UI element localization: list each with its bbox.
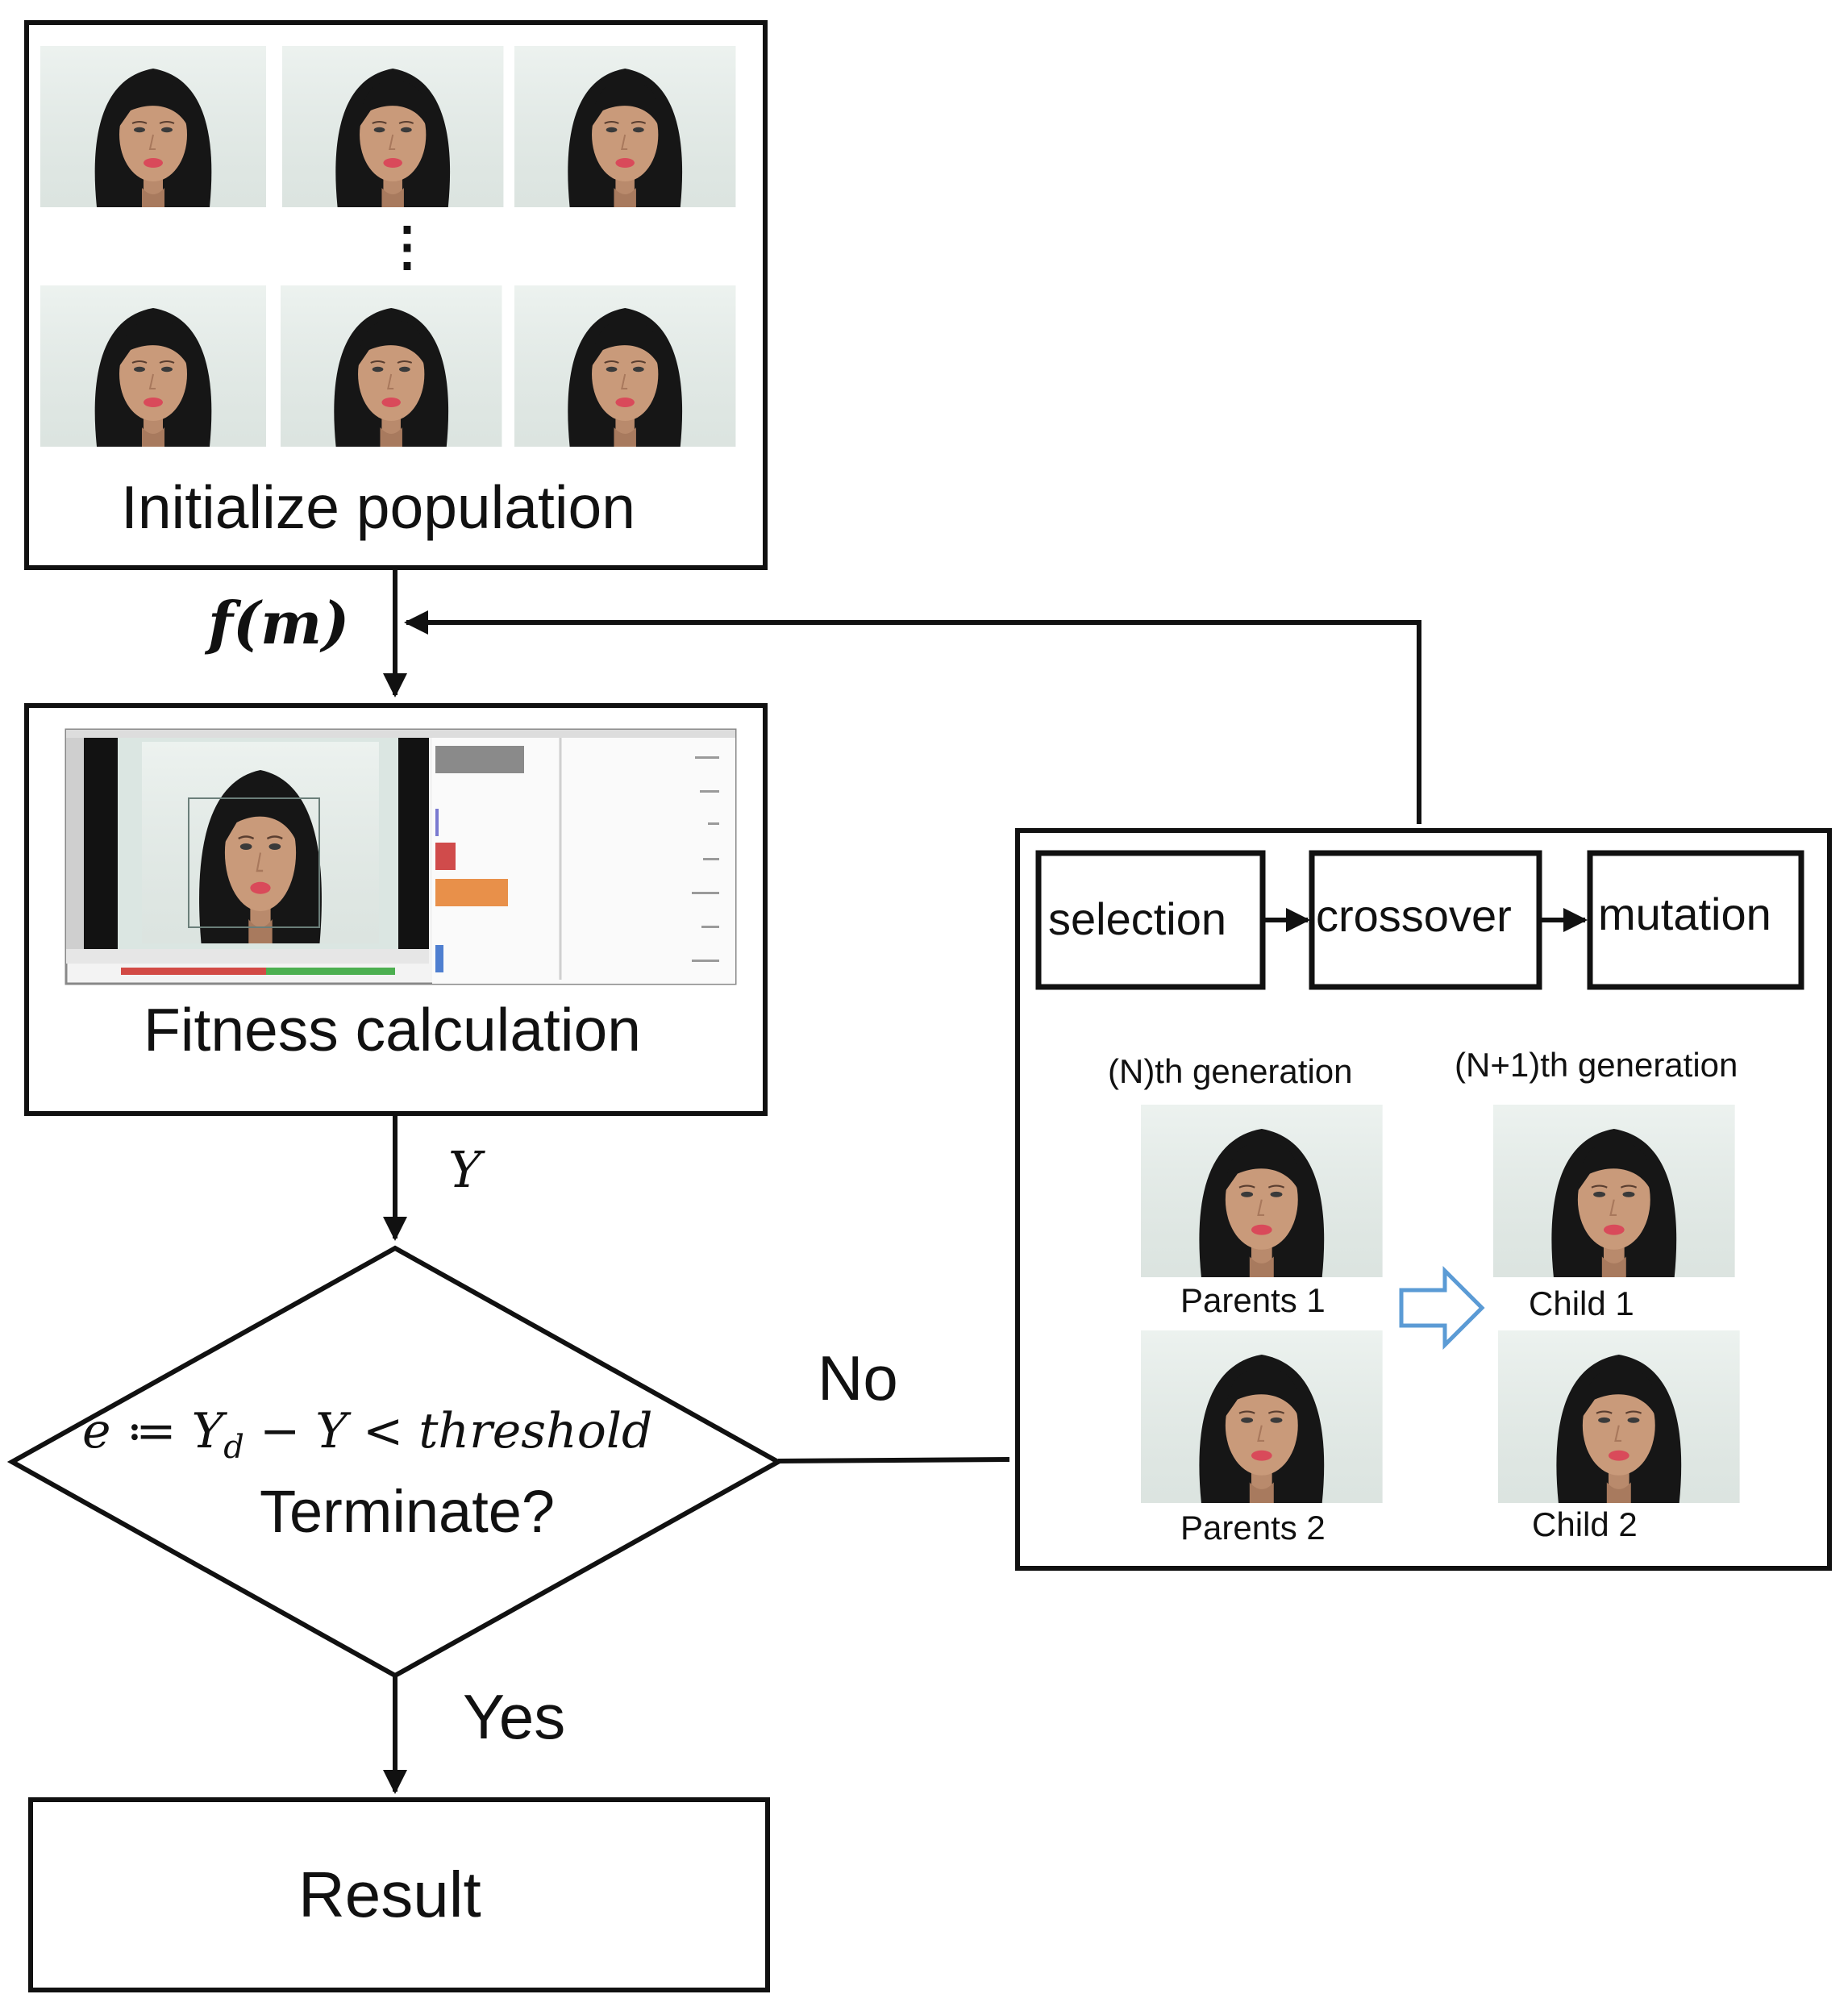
result-box	[28, 1797, 770, 1992]
equation-subscript: d	[223, 1429, 244, 1466]
edge-label-y: Y	[448, 1140, 481, 1199]
nth-generation-label: (N)th generation	[1108, 1052, 1353, 1090]
edge-label-no: No	[818, 1343, 898, 1413]
initialize-population-label: Initialize population	[121, 473, 635, 541]
population-face-1	[40, 45, 267, 208]
population-ellipsis: ⋮	[381, 216, 434, 276]
population-face-3	[514, 45, 737, 208]
feedback-loop-edge	[404, 610, 1421, 824]
edge-no	[777, 1457, 1010, 1463]
initialize-population-box	[24, 20, 768, 570]
equation-main: e ≔ Y	[82, 1403, 224, 1459]
child1-label: Child 1	[1529, 1284, 1634, 1322]
hollow-arrow-icon	[1399, 1265, 1485, 1351]
fitness-calculation-box	[24, 703, 768, 1116]
parent1-photo	[1139, 1103, 1384, 1279]
step-selection-label: selection	[1048, 893, 1227, 944]
analyzer-screenshot	[65, 728, 737, 985]
population-face-6	[514, 285, 737, 448]
parent2-photo	[1139, 1329, 1384, 1505]
population-face-2	[281, 45, 505, 208]
population-face-4	[40, 285, 267, 448]
child2-photo	[1496, 1329, 1741, 1505]
decision-question: Terminate?	[260, 1478, 556, 1545]
selection-box	[1035, 850, 1266, 990]
step-crossover-label: crossover	[1316, 890, 1512, 941]
next-generation-label: (N+1)th generation	[1455, 1046, 1738, 1084]
crossover-box	[1309, 850, 1542, 990]
mutation-box	[1587, 850, 1804, 990]
step-mutation-label: mutation	[1598, 889, 1771, 939]
parent2-label: Parents 2	[1180, 1509, 1326, 1547]
edge-label-fm: f(m)	[208, 589, 350, 657]
ga-panel-box	[1015, 828, 1832, 1571]
population-face-5	[280, 285, 503, 448]
decision-equation: e ≔ Yd − Y < threshold	[82, 1407, 652, 1463]
parent1-label: Parents 1	[1180, 1281, 1326, 1319]
equation-rest: − Y < threshold	[243, 1403, 653, 1459]
child2-label: Child 2	[1532, 1505, 1638, 1543]
fitness-calculation-label: Fitness calculation	[144, 996, 641, 1064]
result-label: Result	[298, 1859, 481, 1930]
edge-label-yes: Yes	[463, 1681, 566, 1752]
child1-photo	[1492, 1103, 1736, 1279]
